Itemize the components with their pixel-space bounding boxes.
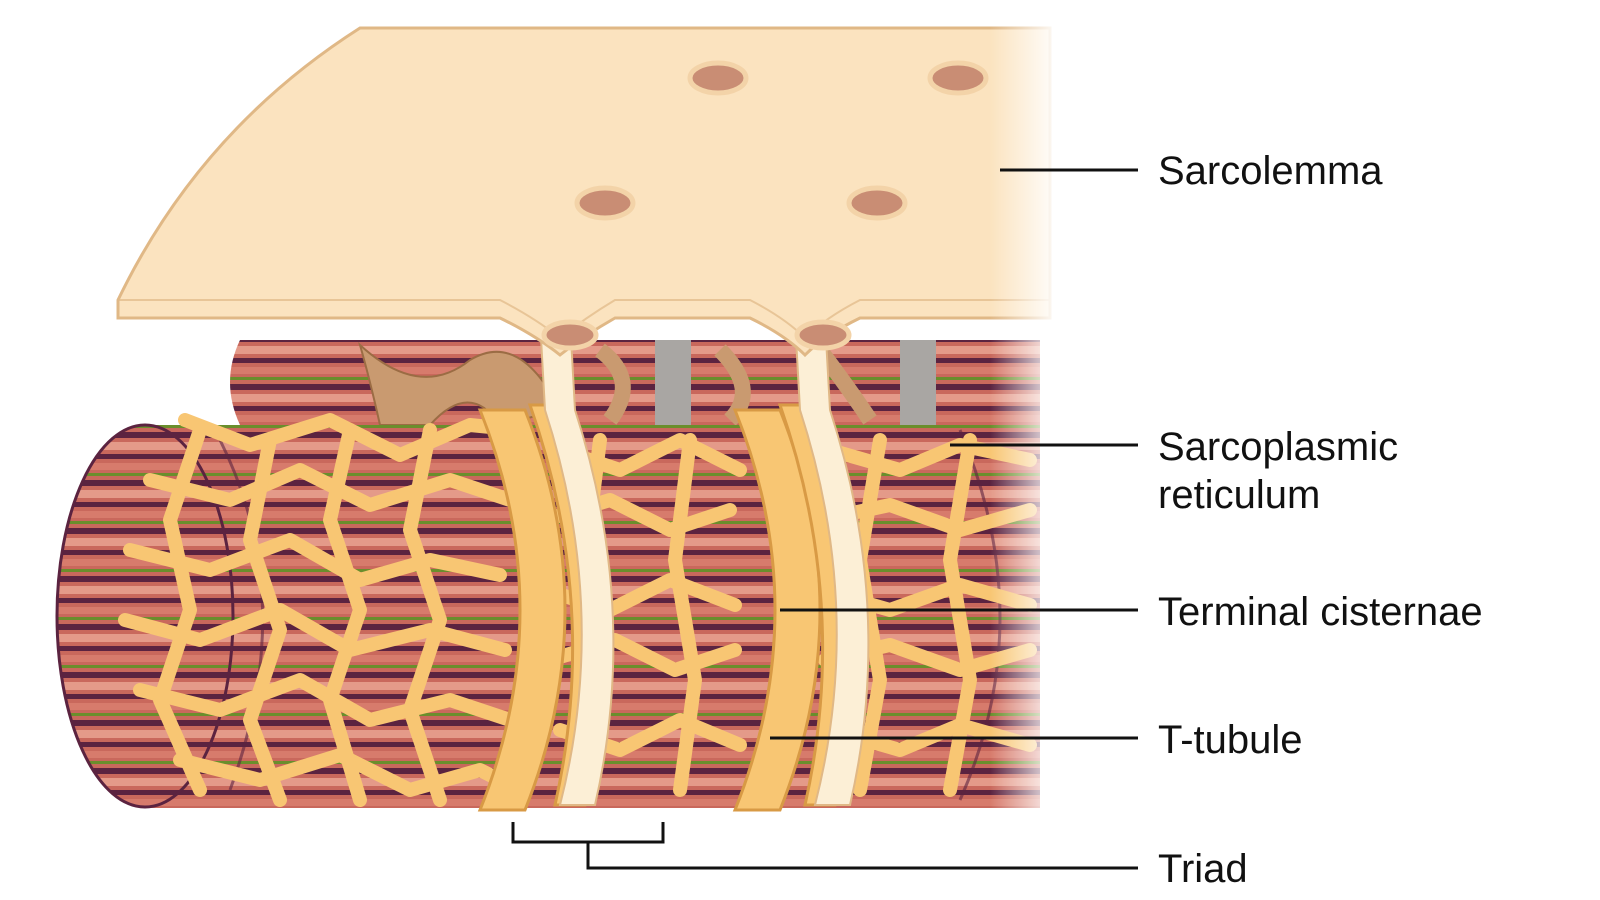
t-tubules	[538, 319, 870, 806]
label-t-tubule: T-tubule	[1158, 718, 1303, 762]
upper-myofibril	[230, 340, 1040, 430]
label-reticulum: reticulum	[1158, 473, 1320, 517]
t-tubule-openings	[541, 60, 989, 351]
right-fade	[990, 0, 1060, 900]
triad-bracket	[511, 822, 1138, 870]
label-triad: Triad	[1158, 847, 1248, 891]
label-sarcoplasmic: Sarcoplasmic	[1158, 425, 1398, 469]
sarcolemma-sheet	[116, 26, 1052, 358]
myofibril-end-face	[55, 423, 235, 809]
label-terminal-cisternae: Terminal cisternae	[1158, 590, 1483, 634]
label-sarcolemma: Sarcolemma	[1158, 149, 1383, 193]
